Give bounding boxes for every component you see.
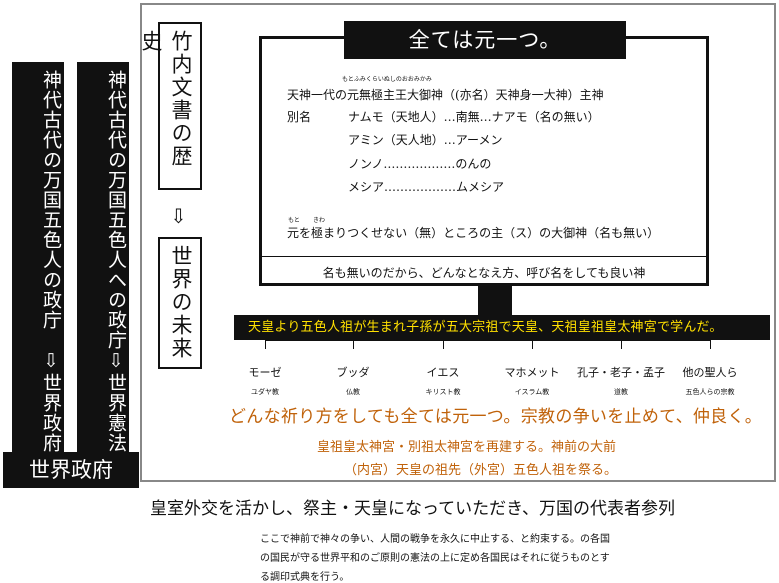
religion-other-saints: 他の聖人ら 五色人らの宗教	[665, 364, 755, 397]
tree-tick	[353, 340, 354, 349]
religion-founder: 孔子・老子・孟子	[577, 366, 665, 379]
religion-confucius: 孔子・老子・孟子 道教	[576, 364, 666, 397]
religion-faith: 仏教	[346, 388, 360, 396]
god-final-line: 元を極まりつくせない（無）ところの主（ス）の大御神（名も無い）	[287, 226, 660, 240]
religion-jesus: イエス キリスト教	[398, 364, 488, 397]
bottom-body-line: の国民が守る世界平和のご原則の憲法の上に定め各国民はそれに従うものとす	[260, 553, 610, 564]
religion-founder: イエス	[426, 366, 460, 379]
ruby-main-reading: もとふみくらいぬしのおおみかみ	[342, 76, 432, 83]
down-arrow-icon: ⇩	[170, 204, 187, 228]
god-box-divider	[259, 256, 709, 257]
alias-label: 別名	[287, 110, 312, 124]
alias-line: メシア………………ムメシア	[348, 180, 505, 194]
shrine-rebuild-line: 皇祖皇太神宮・別祖太神宮を再建する。神前の大前	[317, 440, 617, 455]
tree-tick	[443, 340, 444, 349]
religion-faith: ユダヤ教	[251, 388, 279, 396]
bottom-heading: 皇室外交を活かし、祭主・天皇になっていただき、万国の代表者参列	[150, 499, 675, 519]
religion-moses: モーゼ ユダヤ教	[220, 364, 310, 397]
religion-faith: 五色人らの宗教	[685, 388, 735, 396]
religion-founder: ブッダ	[336, 366, 370, 379]
ancient-government-column: 神代古代の万国五色人の政庁 ⇩世界政府	[12, 62, 64, 472]
ruby-moto: もと	[288, 217, 300, 224]
takeuchi-history-box: 竹内文書の歴史	[139, 22, 202, 190]
religion-faith: 道教	[614, 388, 628, 396]
religion-faith: キリスト教	[425, 388, 461, 396]
ancestor-bar: 天皇より五色人祖が生まれ子孫が五大宗祖で天皇、天祖皇祖皇太神宮で学んだ。	[234, 315, 770, 340]
world-government-label: 世界政府	[3, 452, 139, 488]
religion-muhammad: マホメット イスラム教	[487, 364, 577, 397]
religion-founder: モーゼ	[248, 366, 282, 379]
alias-line: ノンノ………………のんの	[348, 157, 492, 171]
unity-headline: どんな祈り方をしても全ては元一つ。宗教の争いを止めて、仲良く。	[229, 407, 763, 427]
connector-stem	[478, 286, 512, 316]
religion-founder: マホメット	[504, 366, 560, 379]
bottom-body-line: る調印式典を行う。	[260, 572, 350, 583]
religion-faith: イスラム教	[514, 388, 550, 396]
bottom-body-line: ここで神前で神々の争い、人間の戦争を永久に中止する、と約束する。の各国	[260, 534, 610, 545]
world-future-box: 世界の未来	[158, 237, 202, 369]
god-name-line: 天神一代の元無極主王大御神（(亦名）天神身一大神）主神	[287, 88, 604, 102]
shrine-rebuild-line: （内宮）天皇の祖先（外宮）五色人祖を祭る。	[344, 463, 618, 478]
tree-tick	[710, 340, 711, 349]
tree-tick	[265, 340, 266, 349]
religion-buddha: ブッダ 仏教	[308, 364, 398, 397]
religion-tree-line	[265, 340, 710, 350]
ancient-constitution-column: 神代古代の万国五色人への政庁⇩世界憲法	[77, 62, 129, 472]
religion-founder: 他の聖人ら	[682, 366, 738, 379]
tree-tick	[532, 340, 533, 349]
main-frame	[140, 3, 776, 482]
alias-line: アミン（天人地）…アーメン	[348, 133, 503, 147]
god-box-footer: 名も無いのだから、どんなとなえ方、呼び名をしても良い神	[322, 266, 646, 280]
god-box-title: 全ては元一つ。	[344, 21, 626, 59]
ruby-kiwa: きわ	[313, 217, 326, 224]
alias-line: ナムモ（天地人）…南無…ナアモ（名の無い）	[348, 110, 600, 124]
tree-tick	[621, 340, 622, 349]
